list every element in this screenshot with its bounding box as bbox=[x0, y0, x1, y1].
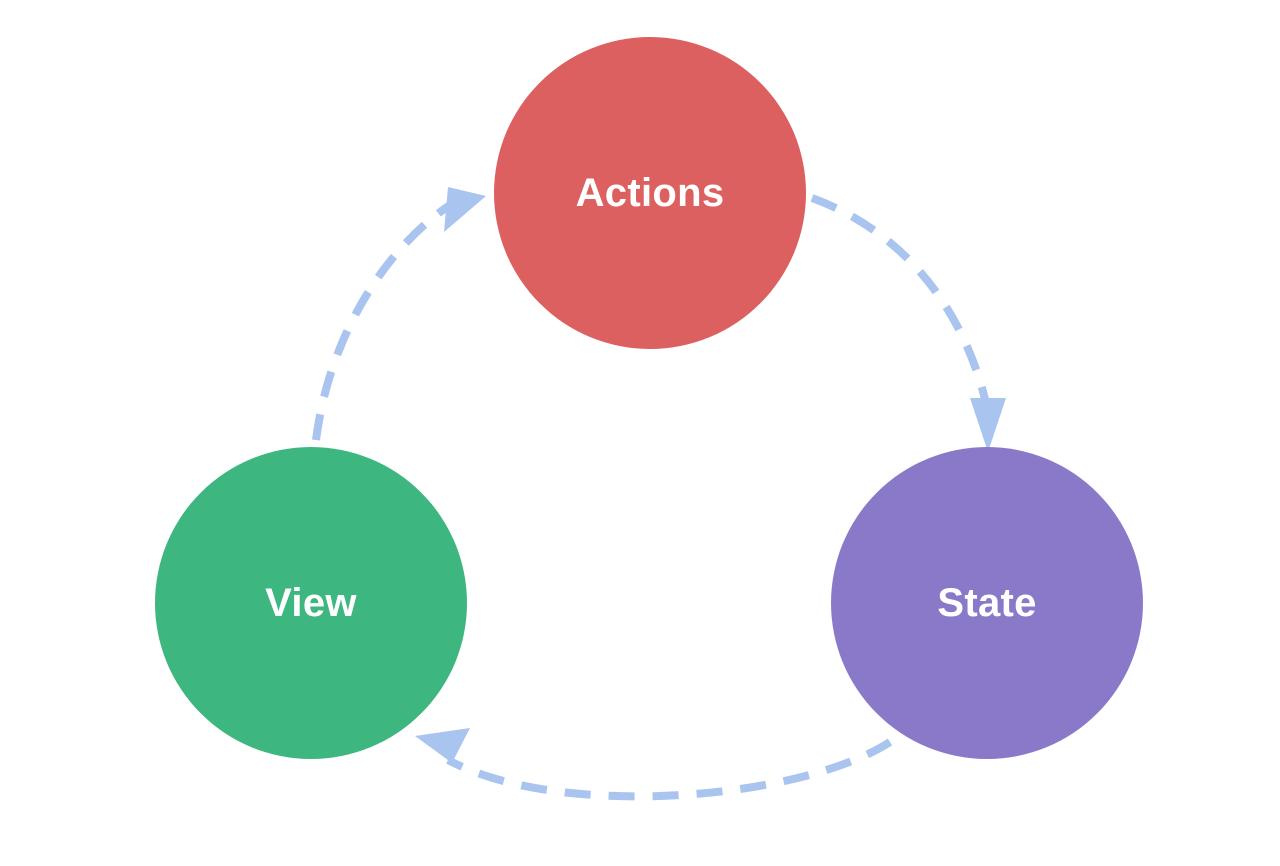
node-view-circle[interactable] bbox=[155, 447, 467, 759]
node-state-circle[interactable] bbox=[831, 447, 1143, 759]
node-view-label: View bbox=[265, 581, 357, 625]
node-state-label: State bbox=[937, 581, 1036, 625]
node-state[interactable]: State bbox=[831, 447, 1143, 759]
node-actions-label: Actions bbox=[576, 171, 725, 215]
edge-actions-to-state bbox=[810, 194, 1006, 452]
node-actions-circle[interactable] bbox=[494, 37, 806, 349]
edge-state-to-view-arrowhead-icon bbox=[415, 728, 470, 763]
edge-view-to-actions bbox=[312, 187, 486, 441]
node-layer: Actions State View bbox=[155, 37, 1143, 759]
node-view[interactable]: View bbox=[155, 447, 467, 759]
edge-view-to-actions-arrowhead-icon bbox=[444, 187, 486, 232]
edge-state-to-view bbox=[415, 728, 893, 801]
node-actions[interactable]: Actions bbox=[494, 37, 806, 349]
connector-layer bbox=[312, 187, 1006, 801]
edge-state-to-view-arc bbox=[446, 738, 893, 801]
edge-actions-to-state-arc bbox=[810, 194, 992, 413]
edge-actions-to-state-arrowhead-icon bbox=[970, 398, 1006, 452]
edge-view-to-actions-arc bbox=[312, 201, 453, 441]
